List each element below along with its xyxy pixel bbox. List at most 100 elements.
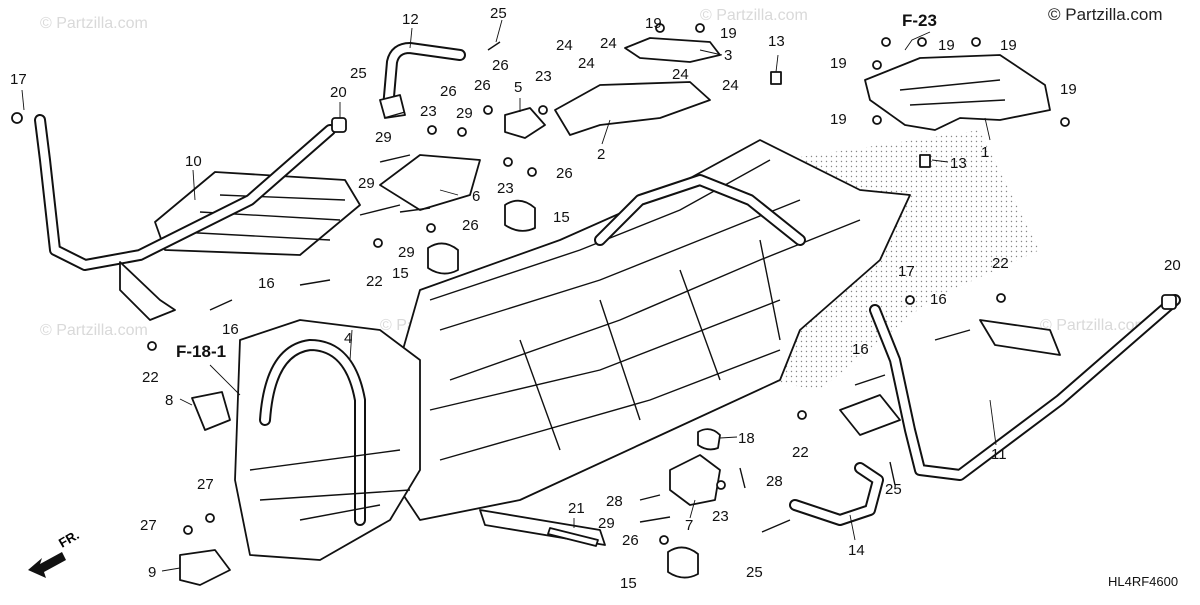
callout-20: 20 xyxy=(330,84,347,101)
callout-18: 18 xyxy=(738,430,755,447)
callout-19: 19 xyxy=(830,55,847,72)
part-5-mount xyxy=(504,107,546,139)
callout-23: 23 xyxy=(535,68,552,85)
part-3-bracket xyxy=(624,37,721,63)
callout-26: 26 xyxy=(622,532,639,549)
part-1-rear-cover xyxy=(864,54,1051,131)
callout-26: 26 xyxy=(492,57,509,74)
callout-24: 24 xyxy=(578,55,595,72)
callout-7: 7 xyxy=(685,517,693,534)
watermark-text: © Partzilla.com xyxy=(40,15,148,32)
callout-12: 12 xyxy=(402,11,419,28)
callout-23: 23 xyxy=(497,180,514,197)
callout-29: 29 xyxy=(398,244,415,261)
callout-21: 21 xyxy=(568,500,585,517)
callout-26: 26 xyxy=(440,83,457,100)
callout-19: 19 xyxy=(645,15,662,32)
callout-16: 16 xyxy=(258,275,275,292)
callout-17: 17 xyxy=(10,71,27,88)
callout-19: 19 xyxy=(830,111,847,128)
part-6-bracket xyxy=(379,154,481,211)
diagram-code: HL4RF4600 xyxy=(1108,574,1178,589)
callout-2: 2 xyxy=(597,146,605,163)
part-2-cover xyxy=(554,81,711,136)
callout-26: 26 xyxy=(474,77,491,94)
part-14-grab-handle xyxy=(789,462,884,526)
copyright-text: © Partzilla.com xyxy=(1048,5,1163,24)
callout-22: 22 xyxy=(992,255,1009,272)
part-10-skid-plate xyxy=(154,171,361,256)
callout-25: 25 xyxy=(885,481,902,498)
callout-24: 24 xyxy=(672,66,689,83)
callout-15: 15 xyxy=(620,575,637,592)
callout-16: 16 xyxy=(222,321,239,338)
callout-24: 24 xyxy=(600,35,617,52)
front-direction-arrow: FR. xyxy=(28,527,82,578)
callout-23: 23 xyxy=(420,103,437,120)
fasteners xyxy=(11,23,1070,545)
callout-25: 25 xyxy=(746,564,763,581)
reference-f18-1: F-18-1 xyxy=(176,342,226,361)
part-13-cap xyxy=(919,154,931,168)
part-11-right-side-tube xyxy=(839,294,1181,481)
callout-29: 29 xyxy=(375,129,392,146)
callout-26: 26 xyxy=(462,217,479,234)
callout-19: 19 xyxy=(720,25,737,42)
callout-22: 22 xyxy=(792,444,809,461)
callout-15: 15 xyxy=(553,209,570,226)
watermark-text: © Partzilla.com xyxy=(1040,317,1148,334)
callout-16: 16 xyxy=(852,341,869,358)
front-frame-section xyxy=(234,319,606,561)
callout-1: 1 xyxy=(981,144,989,161)
callout-29: 29 xyxy=(358,175,375,192)
part-15-damper xyxy=(427,242,459,275)
part-20-cap xyxy=(1161,294,1177,310)
watermark-text: © Partzilla.com xyxy=(700,7,808,24)
leader-line xyxy=(904,31,931,51)
callout-27: 27 xyxy=(197,476,214,493)
callout-29: 29 xyxy=(598,515,615,532)
callout-19: 19 xyxy=(1060,81,1077,98)
callout-13: 13 xyxy=(768,33,785,50)
part-8-bracket xyxy=(191,391,231,431)
callout-20: 20 xyxy=(1164,257,1181,274)
part-12-grab-handle xyxy=(379,42,466,119)
part-7-bracket xyxy=(669,454,721,506)
callout-13: 13 xyxy=(950,155,967,172)
callout-17: 17 xyxy=(898,263,915,280)
callout-23: 23 xyxy=(712,508,729,525)
part-20-cap xyxy=(331,117,347,133)
callout-29: 29 xyxy=(456,105,473,122)
part-15-damper xyxy=(504,199,536,232)
part-9-bracket xyxy=(179,549,231,586)
watermark-text: © Partzilla.com xyxy=(40,322,148,339)
leader-lines xyxy=(21,19,997,572)
reference-f23: F-23 xyxy=(902,11,937,30)
leader-line xyxy=(209,364,241,396)
callout-27: 27 xyxy=(140,517,157,534)
part-18-clamp xyxy=(697,428,721,451)
part-13-cap xyxy=(770,71,782,85)
callout-28: 28 xyxy=(766,473,783,490)
callout-9: 9 xyxy=(148,564,156,581)
callout-19: 19 xyxy=(938,37,955,54)
callout-labels: 17 20 10 12 25 25 26 26 26 5 23 23 29 29… xyxy=(10,5,1181,592)
part-left-side-tube xyxy=(34,114,336,321)
front-arrow-label: FR. xyxy=(56,527,82,550)
callout-8: 8 xyxy=(165,392,173,409)
part-15-damper xyxy=(667,546,699,579)
callout-28: 28 xyxy=(606,493,623,510)
callout-5: 5 xyxy=(514,79,522,96)
callout-25: 25 xyxy=(490,5,507,22)
callout-22: 22 xyxy=(142,369,159,386)
callout-15: 15 xyxy=(392,265,409,282)
callout-11: 11 xyxy=(991,446,1007,463)
callout-3: 3 xyxy=(724,47,732,64)
callout-24: 24 xyxy=(722,77,739,94)
callout-10: 10 xyxy=(185,153,202,170)
callout-4: 4 xyxy=(344,330,352,347)
callout-19: 19 xyxy=(1000,37,1017,54)
callout-22: 22 xyxy=(366,273,383,290)
